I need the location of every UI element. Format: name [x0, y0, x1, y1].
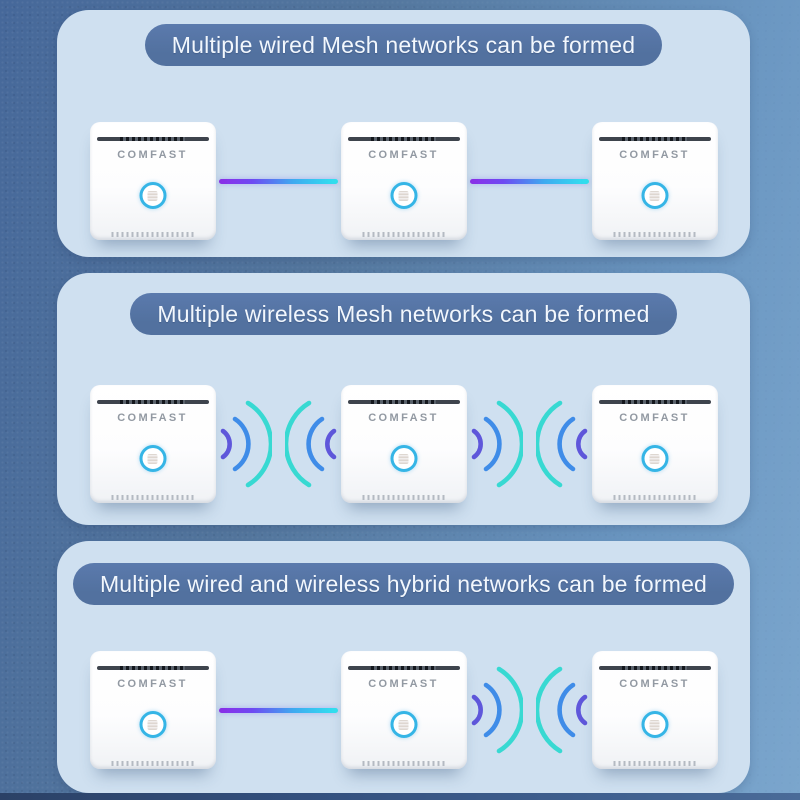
mesh-router: COMFAST [591, 651, 718, 769]
wifi-signal-icon [535, 666, 587, 754]
router-bottom-vent [110, 495, 195, 500]
router-vent-strip [96, 666, 209, 670]
router-vent-strip [96, 400, 209, 404]
mesh-router: COMFAST [591, 122, 718, 240]
router-mesh-button [390, 182, 417, 209]
router-body [89, 651, 216, 769]
mesh-button-glyph [147, 453, 158, 464]
mesh-router: COMFAST [340, 651, 467, 769]
router-vent-strip [598, 137, 711, 141]
router-mesh-button [139, 445, 166, 472]
router-brand-logo: COMFAST [117, 678, 188, 690]
router-vent-strip [347, 137, 460, 141]
router-vent-strip [598, 666, 711, 670]
panel-title-banner: Multiple wired Mesh networks can be form… [144, 24, 663, 66]
router-body [340, 651, 467, 769]
mesh-button-glyph [649, 719, 660, 730]
router-brand-logo: COMFAST [619, 149, 690, 161]
router-mesh-button [139, 182, 166, 209]
router-bottom-vent [612, 761, 697, 766]
wireless-link [216, 392, 341, 496]
wireless-link [467, 392, 592, 496]
router-body [89, 385, 216, 503]
router-brand-logo: COMFAST [117, 149, 188, 161]
device-row: COMFAST COMFAST [89, 651, 718, 769]
wifi-signal-icon [471, 400, 523, 488]
panel-stack: Multiple wired Mesh networks can be form… [57, 10, 750, 793]
router-vent-strip [96, 137, 209, 141]
mesh-button-glyph [649, 453, 660, 464]
wifi-signal-icon [535, 400, 587, 488]
panel-hybrid-mesh: Multiple wired and wireless hybrid netwo… [57, 541, 750, 793]
router-brand-logo: COMFAST [368, 678, 439, 690]
mesh-router: COMFAST [340, 385, 467, 503]
device-row: COMFAST [89, 385, 718, 503]
mesh-button-glyph [147, 190, 158, 201]
mesh-router: COMFAST [89, 122, 216, 240]
router-body [591, 385, 718, 503]
mesh-router: COMFAST [89, 651, 216, 769]
ethernet-cable-icon [469, 178, 589, 184]
wired-link [467, 178, 592, 184]
router-brand-logo: COMFAST [619, 412, 690, 424]
panel-wired-mesh: Multiple wired Mesh networks can be form… [57, 10, 750, 257]
ethernet-cable-icon [218, 707, 338, 713]
panel-title: Multiple wired and wireless hybrid netwo… [99, 571, 708, 597]
mesh-router: COMFAST [340, 122, 467, 240]
router-mesh-button [390, 711, 417, 738]
router-body [340, 385, 467, 503]
router-body [340, 122, 467, 240]
wifi-signal-icon [220, 400, 272, 488]
router-mesh-button [641, 711, 668, 738]
router-mesh-button [390, 445, 417, 472]
router-brand-logo: COMFAST [368, 149, 439, 161]
router-bottom-vent [361, 761, 446, 766]
panel-title-banner: Multiple wired and wireless hybrid netwo… [72, 563, 735, 605]
router-bottom-vent [612, 232, 697, 237]
mesh-router: COMFAST [591, 385, 718, 503]
wired-link [216, 707, 341, 713]
router-mesh-button [641, 445, 668, 472]
wifi-signal-icon [284, 400, 336, 488]
router-vent-strip [347, 400, 460, 404]
router-bottom-vent [110, 761, 195, 766]
panel-title: Multiple wireless Mesh networks can be f… [157, 301, 650, 327]
device-row: COMFAST COMFAST [89, 122, 718, 240]
ethernet-cable-icon [218, 178, 338, 184]
wireless-link [467, 658, 592, 762]
router-brand-logo: COMFAST [117, 412, 188, 424]
mesh-button-glyph [398, 190, 409, 201]
router-bottom-vent [361, 232, 446, 237]
router-bottom-vent [612, 495, 697, 500]
panel-wireless-mesh: Multiple wireless Mesh networks can be f… [57, 273, 750, 525]
router-body [89, 122, 216, 240]
mesh-button-glyph [147, 719, 158, 730]
wifi-signal-icon [471, 666, 523, 754]
router-body [591, 122, 718, 240]
router-brand-logo: COMFAST [619, 678, 690, 690]
router-body [591, 651, 718, 769]
floor-shadow [0, 793, 800, 800]
router-brand-logo: COMFAST [368, 412, 439, 424]
router-mesh-button [641, 182, 668, 209]
router-vent-strip [347, 666, 460, 670]
mesh-button-glyph [649, 190, 660, 201]
panel-title: Multiple wired Mesh networks can be form… [171, 32, 636, 58]
mesh-button-glyph [398, 719, 409, 730]
mesh-button-glyph [398, 453, 409, 464]
wired-link [216, 178, 341, 184]
panel-title-banner: Multiple wireless Mesh networks can be f… [130, 293, 677, 335]
mesh-router: COMFAST [89, 385, 216, 503]
router-bottom-vent [110, 232, 195, 237]
router-vent-strip [598, 400, 711, 404]
router-bottom-vent [361, 495, 446, 500]
router-mesh-button [139, 711, 166, 738]
